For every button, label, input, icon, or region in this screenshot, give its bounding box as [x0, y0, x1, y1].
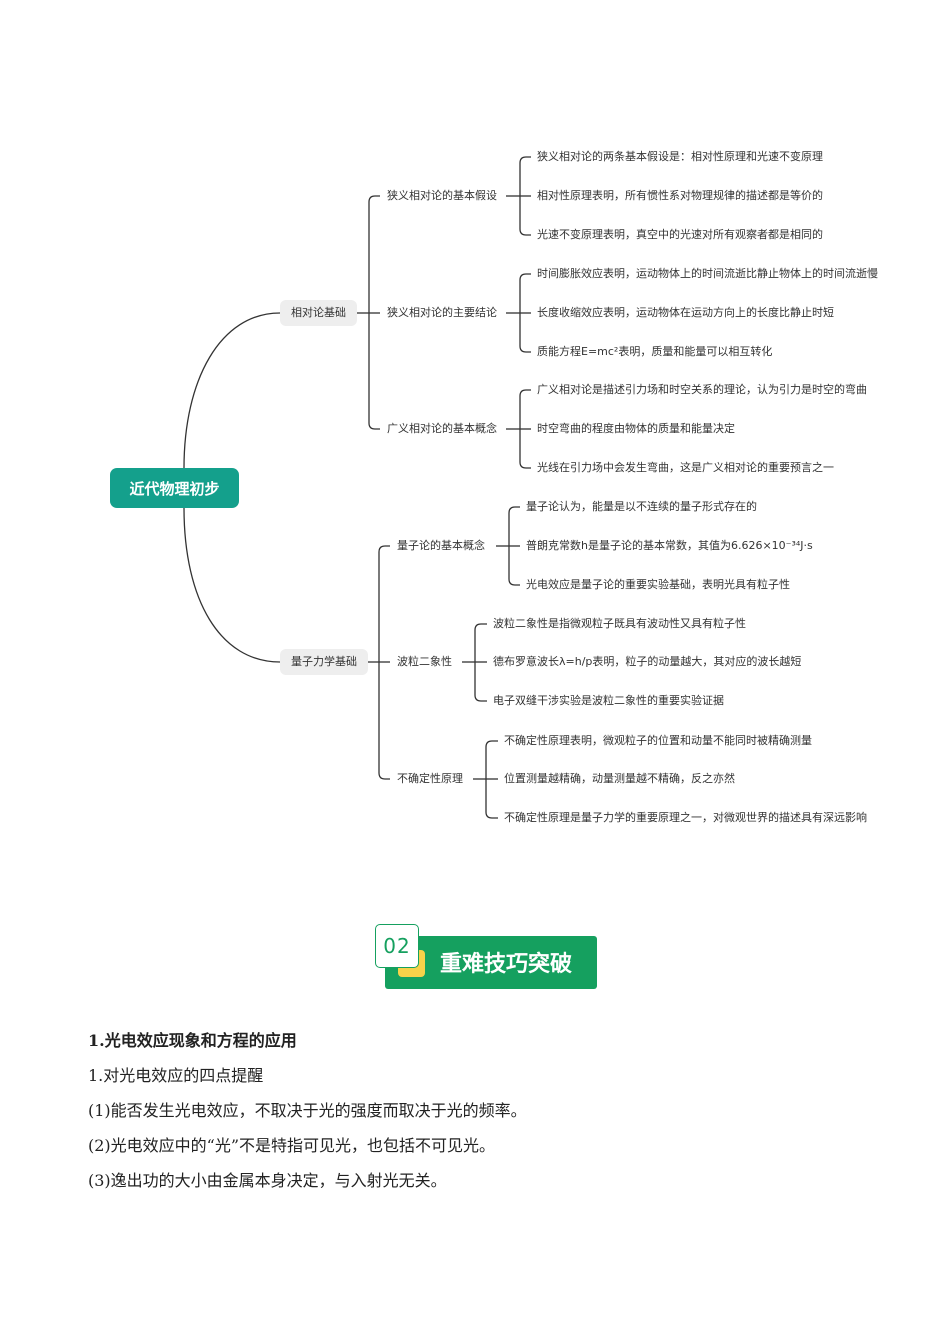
mindmap-leaf: 不确定性原理是量子力学的重要原理之一，对微观世界的描述具有深远影响: [504, 811, 867, 824]
mindmap-group-sr-postulates: 狭义相对论的基本假设: [387, 189, 497, 202]
mindmap-branch-quantum: 量子力学基础: [280, 649, 368, 675]
mindmap-branch-relativity: 相对论基础: [280, 300, 357, 326]
mindmap-leaf: 广义相对论是描述引力场和时空关系的理论，认为引力是时空的弯曲: [537, 383, 867, 396]
mindmap-leaf: 时空弯曲的程度由物体的质量和能量决定: [537, 422, 735, 435]
mindmap-connectors: [183, 156, 531, 819]
mindmap-group-wave-particle: 波粒二象性: [397, 655, 452, 668]
paragraph: 1.对光电效应的四点提醒: [88, 1066, 264, 1085]
mindmap-leaf: 电子双缝干涉实验是波粒二象性的重要实验证据: [493, 694, 724, 707]
mindmap-group-sr-conclusions: 狭义相对论的主要结论: [387, 306, 497, 319]
mindmap-leaf: 波粒二象性是指微观粒子既具有波动性又具有粒子性: [493, 617, 746, 630]
mindmap-leaf: 光线在引力场中会发生弯曲，这是广义相对论的重要预言之一: [537, 461, 834, 474]
mindmap-group-quantum-concepts: 量子论的基本概念: [397, 539, 485, 552]
section-number-badge: 02: [375, 924, 419, 968]
mindmap-leaf: 德布罗意波长λ=h/p表明，粒子的动量越大，其对应的波长越短: [493, 655, 802, 668]
mindmap-leaf: 时间膨胀效应表明，运动物体上的时间流逝比静止物体上的时间流逝慢: [537, 267, 878, 280]
mindmap-leaf: 光速不变原理表明，真空中的光速对所有观察者都是相同的: [537, 228, 823, 241]
paragraph: (1)能否发生光电效应，不取决于光的强度而取决于光的频率。: [88, 1101, 527, 1120]
mindmap-leaf: 不确定性原理表明，微观粒子的位置和动量不能同时被精确测量: [504, 734, 812, 747]
mindmap-root-node: 近代物理初步: [110, 468, 239, 508]
mindmap-leaf: 狭义相对论的两条基本假设是：相对性原理和光速不变原理: [537, 150, 823, 163]
mindmap-group-uncertainty: 不确定性原理: [397, 772, 463, 785]
paragraph: (2)光电效应中的“光”不是特指可见光，也包括不可见光。: [88, 1136, 496, 1155]
section-heading: 1.光电效应现象和方程的应用: [88, 1031, 297, 1050]
mindmap-leaf: 质能方程E=mc²表明，质量和能量可以相互转化: [537, 345, 773, 358]
paragraph: (3)逸出功的大小由金属本身决定，与入射光无关。: [88, 1171, 447, 1190]
mindmap-leaf: 普朗克常数h是量子论的基本常数，其值为6.626×10⁻³⁴J·s: [526, 539, 813, 552]
mindmap-leaf: 长度收缩效应表明，运动物体在运动方向上的长度比静止时短: [537, 306, 834, 319]
mindmap-leaf: 光电效应是量子论的重要实验基础，表明光具有粒子性: [526, 578, 790, 591]
mindmap-leaf: 相对性原理表明，所有惯性系对物理规律的描述都是等价的: [537, 189, 823, 202]
mindmap-group-gr-concepts: 广义相对论的基本概念: [387, 422, 497, 435]
mindmap-leaf: 位置测量越精确，动量测量越不精确，反之亦然: [504, 772, 735, 785]
section-banner-title: 重难技巧突破: [440, 952, 573, 977]
mindmap-leaf: 量子论认为，能量是以不连续的量子形式存在的: [526, 500, 757, 513]
